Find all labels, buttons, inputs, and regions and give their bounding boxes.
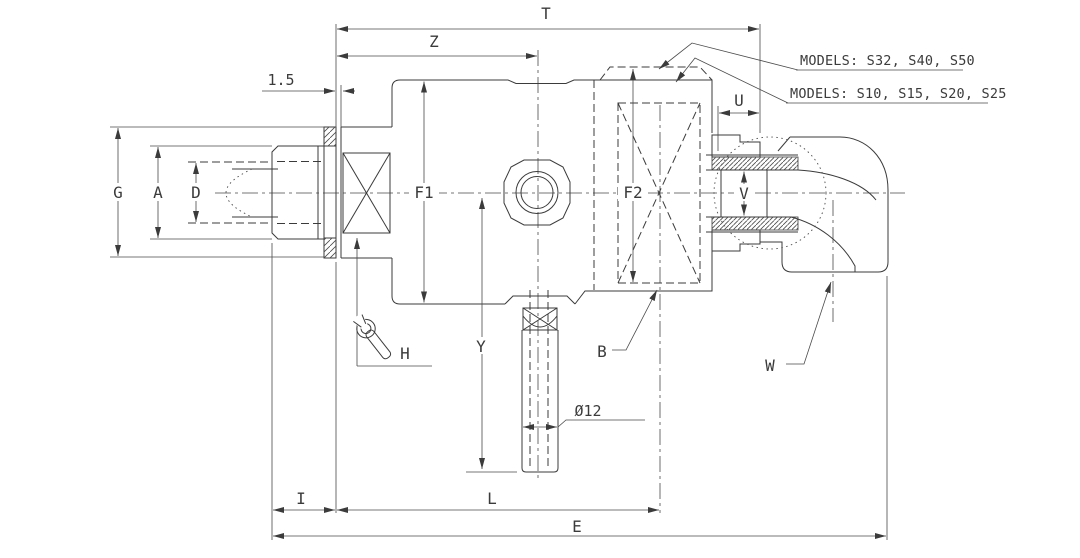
outlet-boss	[504, 295, 576, 331]
elbow-fitting	[706, 136, 889, 273]
label-Y: Y	[476, 337, 486, 356]
label-D-mask	[185, 183, 207, 201]
top-port	[503, 159, 571, 226]
rotor-shaft	[225, 145, 324, 240]
leader-B	[612, 289, 658, 351]
label-F2: F2	[623, 183, 642, 202]
elbow-outer-outline	[759, 136, 889, 273]
shaft-flange	[323, 126, 337, 259]
label-T: T	[541, 4, 551, 23]
label-U: U	[734, 91, 744, 110]
wrench-handle	[365, 329, 392, 360]
centerlines	[215, 50, 905, 513]
label-V: V	[739, 184, 749, 203]
drill-point-dotted-arc	[225, 168, 253, 218]
label-L: L	[487, 489, 497, 508]
wrench-jaw-left	[353, 320, 362, 328]
cartridge-diag2	[617, 102, 701, 284]
leader-models-small	[675, 57, 789, 104]
label-F2-mask	[618, 183, 648, 201]
port-boss-outline	[503, 159, 571, 226]
outlet-bearing-diag2	[522, 307, 558, 331]
boss-trapezoid	[504, 295, 576, 305]
label-V-mask	[734, 184, 754, 201]
union-nut-section	[706, 134, 799, 252]
left-bearing-diag2	[342, 152, 391, 234]
leader-lines	[354, 42, 988, 367]
label-H: H	[400, 344, 410, 363]
label-E: E	[572, 517, 582, 536]
dimension-lines	[115, 26, 886, 539]
label-W: W	[765, 356, 775, 375]
extension-lines	[110, 24, 888, 540]
pipe-outline	[521, 330, 559, 473]
left-bearing-box	[342, 152, 391, 234]
label-Y-mask	[471, 337, 492, 354]
label-pipe-dia: Ø12	[574, 402, 601, 420]
label-F1-mask	[409, 183, 439, 201]
label-A: A	[153, 183, 163, 202]
label-gap: 1.5	[267, 71, 294, 89]
bearing-housing	[340, 126, 392, 259]
callout-models-large: MODELS: S32, S40, S50	[800, 53, 975, 69]
flange-hatch-top	[324, 127, 336, 146]
body-top-outline	[391, 79, 713, 133]
outlet-bearing-arc	[522, 315, 558, 328]
label-F1: F1	[414, 183, 433, 202]
body-bottom-right-outline	[574, 251, 713, 305]
flange-hatch-bottom	[324, 238, 336, 258]
nut-hatch-bottom	[711, 229, 761, 252]
nut-hatch-top	[711, 134, 761, 158]
labels: T Z U 1.5 G A D F1 F2 V H Y B W Ø12 I L …	[107, 4, 1007, 536]
label-G: G	[113, 183, 123, 202]
elbow-inner-arc-upper	[706, 169, 877, 201]
rotor-nipple-outline	[271, 145, 324, 240]
label-D: D	[191, 183, 201, 202]
leader-W	[786, 281, 832, 365]
port-thread-circle	[520, 176, 554, 209]
elbow-inner-arc-lower	[706, 216, 856, 272]
label-A-mask	[147, 183, 169, 201]
large-model-top-dashed	[599, 66, 713, 81]
siphon-pipe	[521, 290, 559, 473]
label-Z: Z	[429, 32, 439, 51]
port-outer-circle	[515, 171, 559, 214]
wrench-icon	[351, 312, 392, 360]
main-body	[391, 79, 713, 305]
leader-models-large	[658, 42, 799, 71]
dim-pipe-dia-leader	[557, 419, 645, 428]
body-bottom-left-outline	[391, 258, 505, 305]
swivel-sphere-dotted-circle	[713, 136, 827, 250]
thread-hatch-bottom	[711, 216, 799, 231]
large-model-outline	[593, 66, 713, 290]
label-G-mask	[107, 183, 129, 201]
thread-hatch-top	[711, 156, 799, 171]
callout-models-small: MODELS: S10, S15, S20, S25	[790, 86, 1007, 102]
wrench-jaw-right	[361, 314, 367, 324]
label-I: I	[296, 489, 306, 508]
outlet-bearing-box	[522, 307, 558, 331]
elbow-top-left-edge	[777, 136, 791, 152]
label-B: B	[597, 342, 607, 361]
